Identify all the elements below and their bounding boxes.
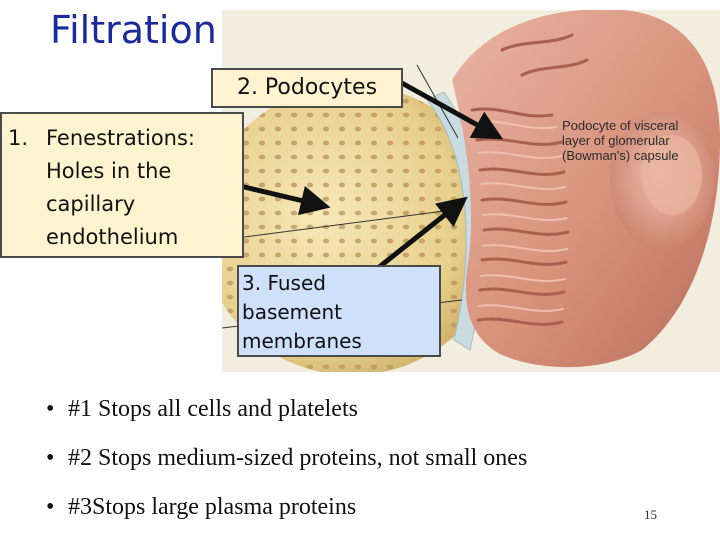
slide-number: 15 xyxy=(644,507,657,522)
callout-fenestrations: 1. Fenestrations: Holes in the capillary… xyxy=(0,112,244,258)
podocyte-label: Podocyte of visceral layer of glomerular… xyxy=(562,118,679,163)
callout-basement-membranes: 3. Fused basement membranes xyxy=(237,265,441,357)
callout-text: Fenestrations: Holes in the capillary en… xyxy=(46,126,195,249)
callout-number: 1. xyxy=(8,126,29,150)
bullet-item: •#2 Stops medium-sized proteins, not sma… xyxy=(46,445,528,471)
bullet-list: •#1 Stops all cells and platelets •#2 St… xyxy=(46,395,527,542)
bullet-item: •#3Stops large plasma proteins xyxy=(46,494,357,520)
bullet-item: •#1 Stops all cells and platelets xyxy=(46,396,358,422)
callout-podocytes: 2. Podocytes xyxy=(211,68,403,108)
